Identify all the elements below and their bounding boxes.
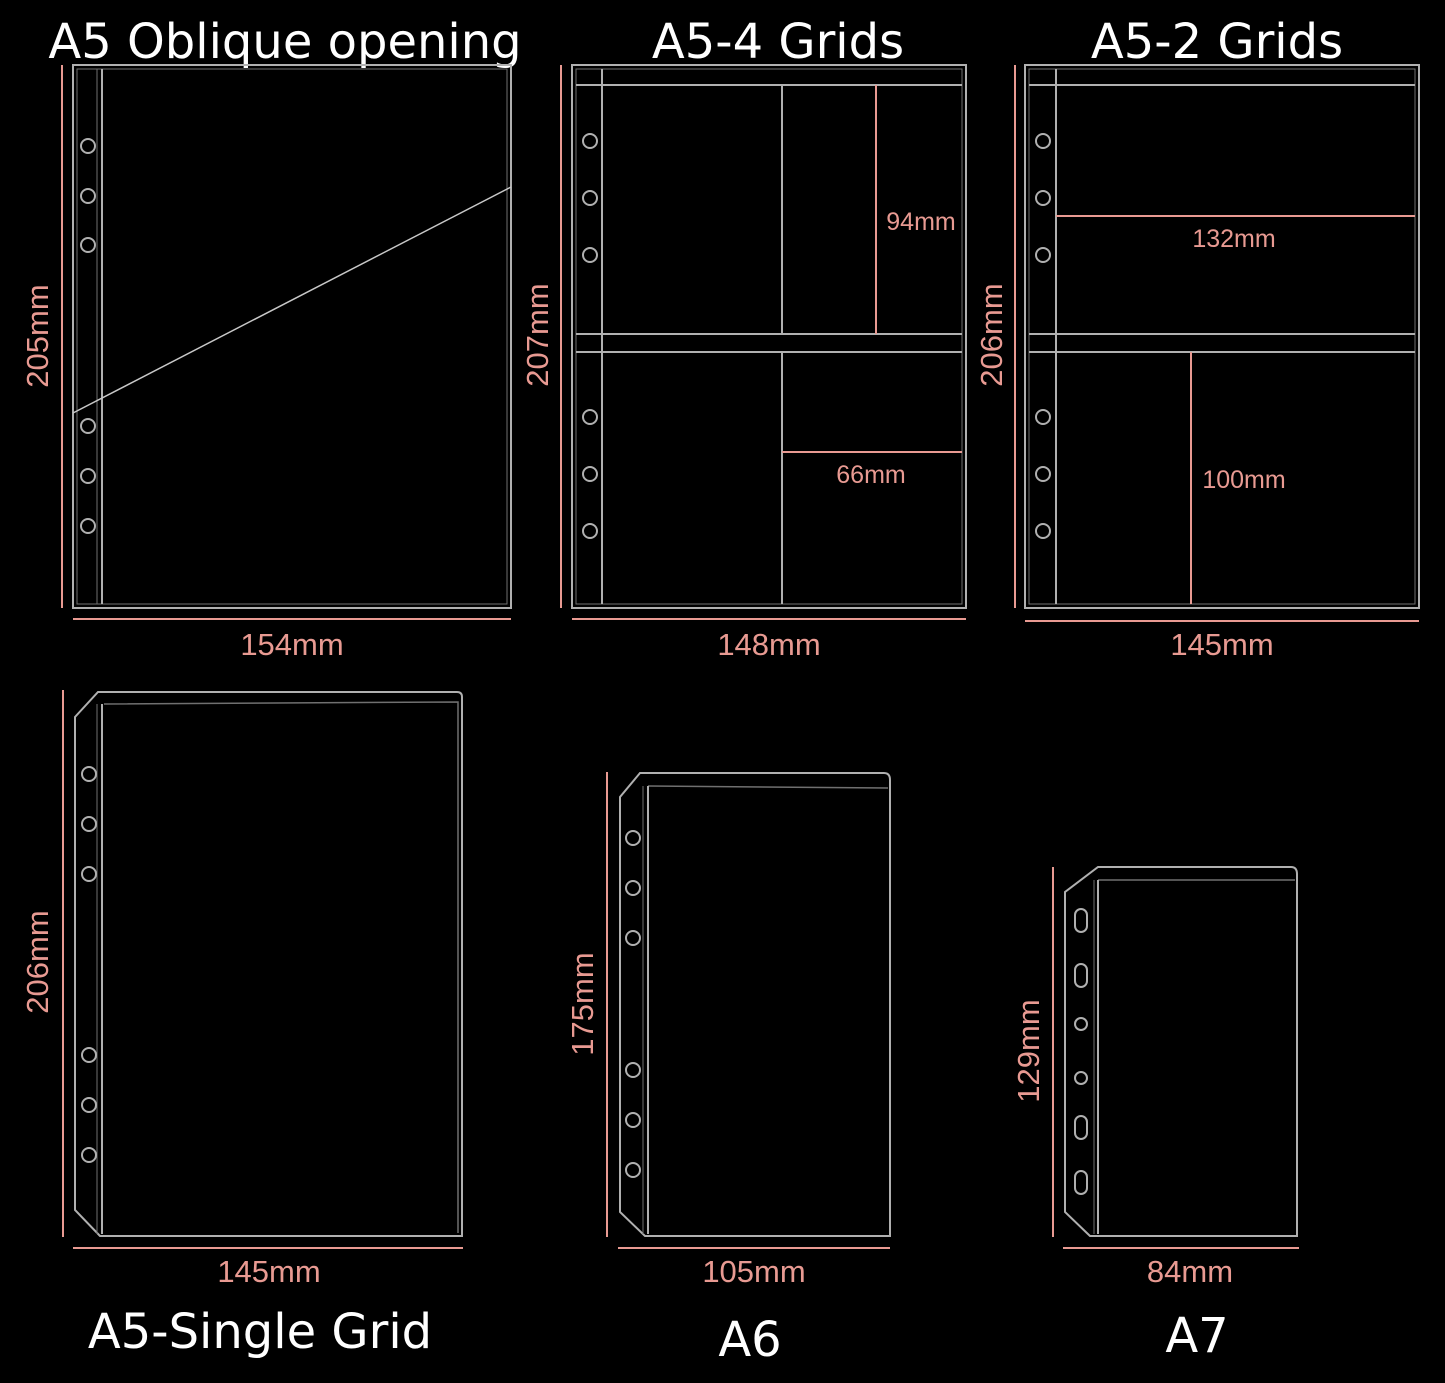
punch-holes [81, 766, 97, 1163]
height-label: 206mm [974, 283, 1009, 386]
sheet-outline [571, 64, 967, 609]
width-label: 145mm [217, 1254, 320, 1289]
width-label: 105mm [702, 1254, 805, 1289]
width-label: 154mm [240, 627, 343, 662]
punch-holes [582, 133, 598, 539]
punch-holes [1074, 908, 1088, 1195]
punch-holes [80, 138, 96, 534]
height-label: 175mm [565, 952, 600, 1055]
sheet-title: A5-4 Grids [652, 14, 904, 70]
sheet-a7: 129mm 84mm A7 [1011, 866, 1299, 1364]
sheet-a5-4-grids: A5-4 Grids 94mm 66mm 207mm 148mm [520, 14, 967, 662]
pocket-height-label: 94mm [886, 208, 955, 236]
sheet-outline [1024, 64, 1420, 609]
height-label: 205mm [20, 284, 55, 387]
sheet-outline [72, 64, 512, 609]
sheet-title: A5 Oblique opening [48, 14, 521, 70]
sheet-outline [619, 772, 891, 1237]
sheet-title: A5-Single Grid [88, 1304, 432, 1360]
pocket-height-label: 100mm [1202, 466, 1285, 494]
sheet-outline [74, 691, 463, 1237]
width-label: 145mm [1170, 627, 1273, 662]
punch-holes [1035, 133, 1051, 539]
sheet-a6: 175mm 105mm A6 [565, 772, 891, 1368]
oblique-opening-line [72, 186, 512, 414]
width-label: 148mm [717, 627, 820, 662]
pocket-width-label: 132mm [1192, 225, 1275, 253]
sheet-title: A7 [1165, 1308, 1228, 1364]
height-label: 129mm [1011, 999, 1046, 1102]
sheet-a5-2-grids: A5-2 Grids 132mm 100mm 206mm 145mm [974, 14, 1420, 662]
width-label: 84mm [1147, 1254, 1233, 1289]
sheet-a5-oblique: A5 Oblique opening 205mm 154mm [20, 14, 521, 662]
height-label: 206mm [20, 910, 55, 1013]
height-label: 207mm [520, 283, 555, 386]
punch-holes [625, 830, 641, 1178]
sheet-title: A6 [718, 1312, 781, 1368]
sheet-a5-single-grid: 206mm 145mm A5-Single Grid [20, 690, 463, 1360]
sheet-title: A5-2 Grids [1091, 14, 1343, 70]
sheet-outline [1064, 866, 1298, 1237]
pocket-width-label: 66mm [836, 461, 905, 489]
